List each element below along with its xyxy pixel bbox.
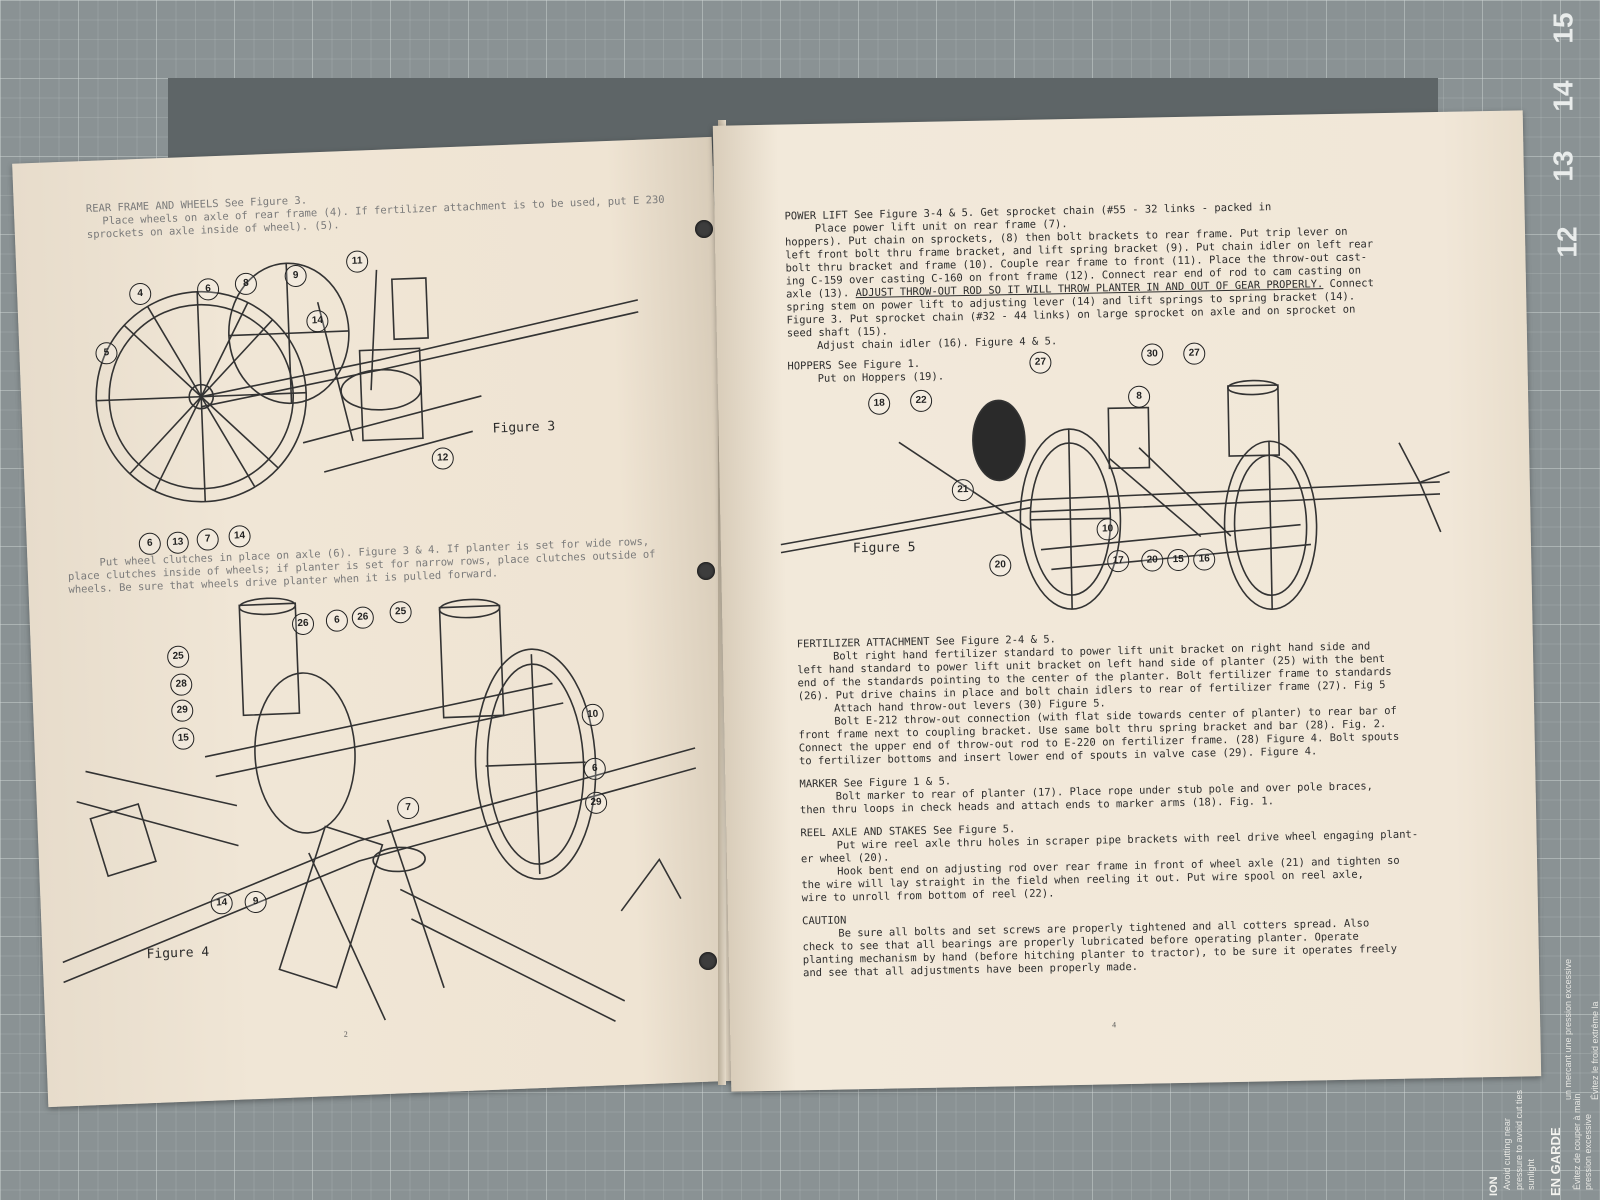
ruler-number: 14	[1547, 80, 1579, 112]
binder-hole	[699, 952, 717, 970]
ruler-number: 12	[1551, 226, 1583, 258]
mat-care-text: pressure to avoid cut ties	[1514, 1089, 1524, 1190]
mat-care-text: un mercant une pression excessive	[1563, 958, 1573, 1100]
mat-care-text: sunlight	[1526, 1158, 1536, 1190]
figure-5-illustration	[780, 379, 1450, 611]
callout: 13	[166, 531, 190, 555]
page-number: 2	[343, 1029, 348, 1039]
callout: 27	[1183, 342, 1206, 365]
callout: 30	[1141, 343, 1164, 366]
power-lift-connect: Connect	[1329, 277, 1374, 291]
mat-brand-label: EN GARDE	[1548, 1127, 1563, 1196]
power-lift-axle: axle (13).	[785, 287, 850, 301]
figure-3-illustration	[95, 262, 639, 503]
mat-care-text: Évitez de couper à main	[1572, 1093, 1582, 1190]
binder-hole	[697, 562, 715, 580]
mat-care-text: Avoid cutting near	[1502, 1118, 1512, 1190]
page-number: 4	[1112, 1020, 1117, 1030]
figure-3-label: Figure 3	[492, 419, 556, 437]
ruler-number: 15	[1547, 12, 1579, 44]
left-page: REAR FRAME AND WHEELS See Figure 3. Plac…	[12, 136, 748, 1108]
mat-care-text: Évitez le froid extrême la	[1590, 1001, 1600, 1100]
caution-heading: CAUTION	[801, 914, 847, 928]
figure-5-label: Figure 5	[852, 540, 916, 557]
ruler-number: 13	[1547, 150, 1579, 182]
binder-hole	[695, 220, 713, 238]
callout: 7	[196, 528, 220, 551]
callout: 6	[138, 532, 162, 556]
callout: 27	[1029, 351, 1052, 374]
right-page: POWER LIFT See Figure 3-4 & 5. Get sproc…	[712, 110, 1542, 1092]
mat-care-text: pression excessive	[1583, 1113, 1593, 1190]
figure-4-illustration	[62, 597, 697, 1022]
figure-4-label: Figure 4	[146, 944, 210, 963]
